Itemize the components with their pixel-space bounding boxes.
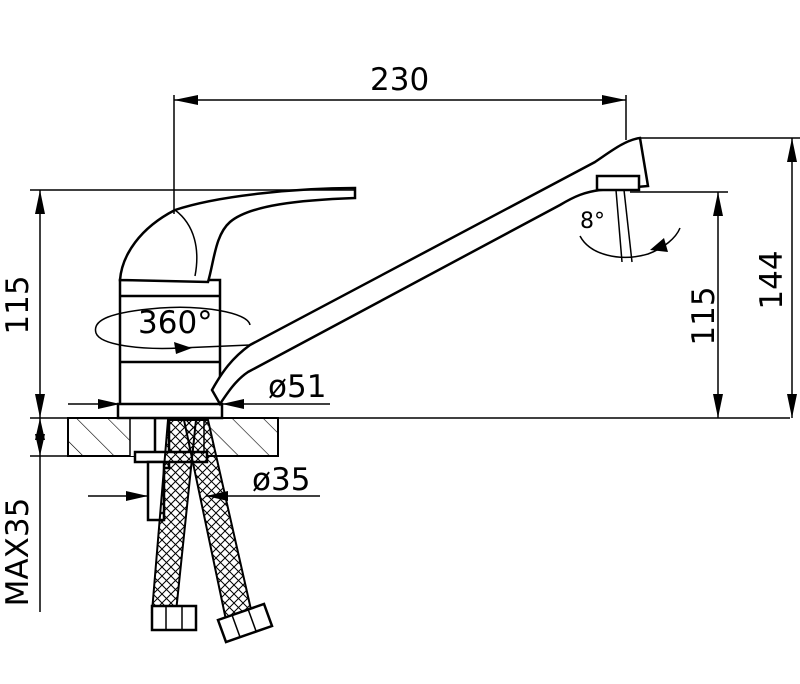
spout-swivel-label: 8° [580, 209, 605, 234]
right-height-value: 115 [686, 286, 722, 345]
flexible-hoses [150, 419, 274, 644]
lever-handle [118, 186, 357, 284]
left-height-value: 115 [0, 275, 36, 334]
dimension-total-height [640, 137, 800, 418]
spout-swivel-indicator [579, 189, 681, 263]
handle-rotation-label: 360° [138, 305, 213, 341]
hose-diameter-value: ø35 [252, 462, 310, 498]
spout-reach-value: 230 [370, 62, 429, 98]
dimension-max-thickness [30, 418, 68, 612]
faucet-body [116, 278, 224, 420]
dimension-left-height [30, 189, 355, 418]
base-diameter-value: ø51 [268, 369, 326, 405]
max-thickness-value: MAX35 [0, 498, 36, 607]
handle-rotation-indicator [94, 306, 251, 354]
dimension-hose-diameter [88, 491, 320, 501]
total-height-value: 144 [754, 250, 790, 309]
dimension-right-height [630, 191, 728, 418]
dimension-spout-reach [173, 95, 627, 214]
dimension-base-diameter [68, 399, 330, 409]
spout [210, 136, 650, 407]
